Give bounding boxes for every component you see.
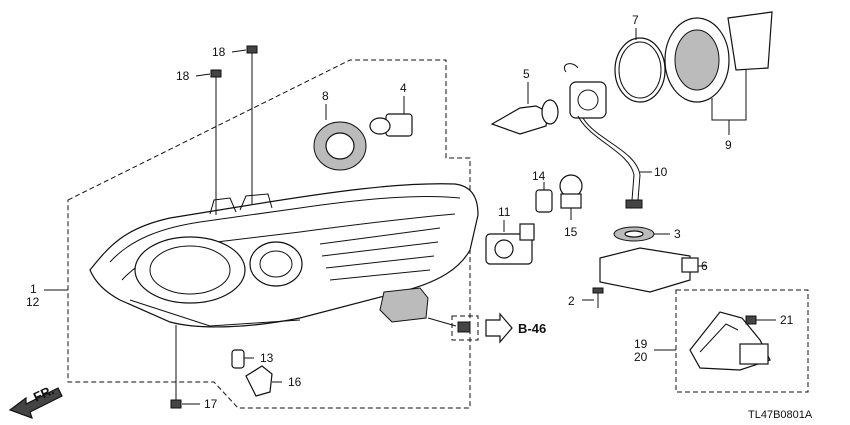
bolt-18-b [210,69,222,215]
callout-13: 13 [260,351,274,365]
callout-18-left: 18 [176,69,190,83]
callout-19: 19 [634,337,648,351]
callout-14: 14 [532,169,546,183]
callout-12: 12 [26,295,40,309]
front-arrow [8,387,63,419]
callout-11: 11 [498,205,511,219]
headlight-housing [89,183,479,328]
screw-21 [745,315,776,325]
callout-6: 6 [701,259,708,273]
callout-15: 15 [564,225,578,239]
callout-3: 3 [674,227,681,241]
callout-2: 2 [568,294,575,308]
clip-b46 [427,312,513,344]
callout-8: 8 [322,89,329,103]
headlight-assembly-boundary [67,59,471,409]
socket-16 [245,365,282,397]
bulb-13 [231,349,254,369]
ring-7 [614,28,666,103]
callout-1: 1 [30,282,37,296]
callout-5: 5 [523,67,530,81]
sensor-boundary [675,289,809,393]
bulb-4 [369,96,413,137]
callout-21: 21 [780,313,794,327]
callout-4: 4 [400,81,407,95]
bolt-17 [170,325,200,409]
socket-15 [559,174,583,220]
sensor-19-20 [689,311,771,371]
callout-20: 20 [634,350,648,364]
ballast-6 [599,247,706,293]
callout-16: 16 [288,375,302,389]
cap-9 [664,11,773,103]
diagram-code: TL47B0801A [748,409,813,421]
callout-7: 7 [632,13,639,27]
socket-10 [564,63,652,209]
callout-17: 17 [204,397,218,411]
callout-10: 10 [654,165,668,179]
leveling-motor-11 [485,220,535,265]
callout-18-top: 18 [212,45,226,59]
callout-9: 9 [725,138,732,152]
bulb-14 [535,182,553,213]
seal-8 [313,104,367,171]
bulb-5 [490,82,559,135]
screw-2 [582,287,604,308]
reference-b46: B-46 [518,321,546,336]
bolt-18-a [246,45,258,205]
gasket-3 [613,226,670,242]
